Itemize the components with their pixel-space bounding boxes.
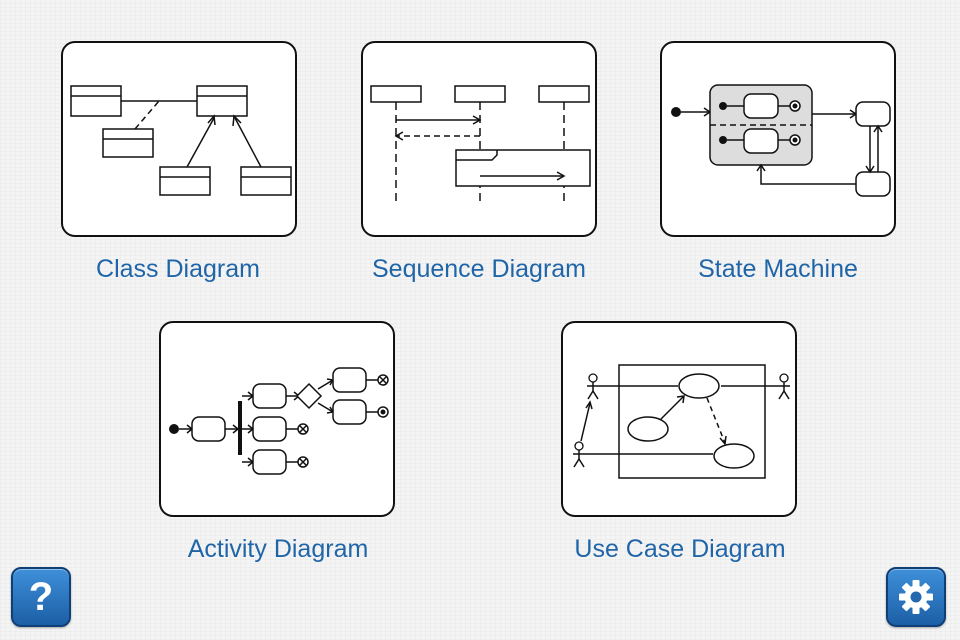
activity-diagram-tile[interactable] bbox=[159, 321, 395, 517]
use-case-diagram-tile[interactable] bbox=[561, 321, 797, 517]
activity-diagram-label[interactable]: Activity Diagram bbox=[187, 535, 369, 563]
activity-diagram-thumbnail bbox=[169, 367, 389, 475]
help-button[interactable]: ? bbox=[11, 567, 71, 627]
use-case-diagram-label[interactable]: Use Case Diagram bbox=[574, 535, 786, 563]
settings-button[interactable] bbox=[886, 567, 946, 627]
state-machine-label[interactable]: State Machine bbox=[698, 255, 858, 283]
sequence-diagram-tile[interactable] bbox=[361, 41, 597, 237]
state-machine-thumbnail bbox=[671, 84, 891, 197]
class-diagram-thumbnail bbox=[70, 85, 292, 196]
class-diagram-label[interactable]: Class Diagram bbox=[96, 255, 260, 283]
use-case-diagram-thumbnail bbox=[573, 364, 790, 479]
gear-icon bbox=[899, 580, 933, 614]
question-mark-icon: ? bbox=[28, 574, 54, 619]
state-machine-tile[interactable] bbox=[660, 41, 896, 237]
sequence-diagram-label[interactable]: Sequence Diagram bbox=[371, 255, 586, 283]
sequence-diagram-thumbnail bbox=[370, 85, 591, 205]
class-diagram-tile[interactable] bbox=[61, 41, 297, 237]
